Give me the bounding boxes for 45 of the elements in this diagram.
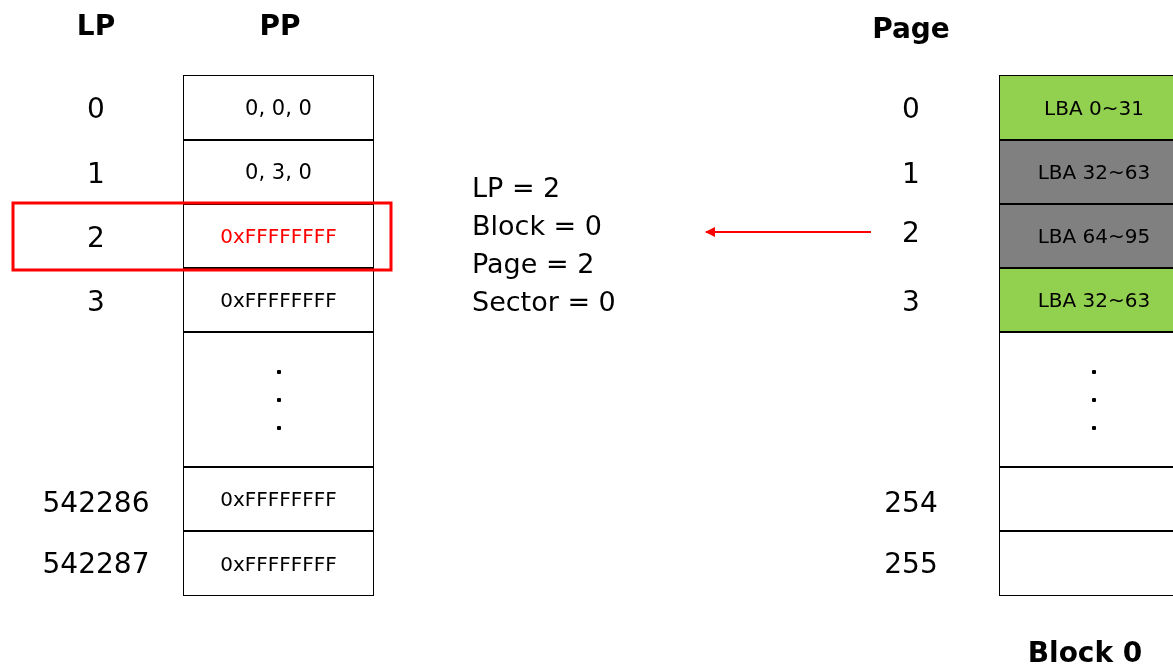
empty-cell — [999, 467, 1173, 531]
table-cell — [999, 204, 1173, 268]
row-number: 542286 — [42, 485, 150, 519]
address-line: Page = 2 — [472, 247, 595, 281]
empty-cell — [999, 531, 1173, 596]
cell-text: LBA 32~63 — [1037, 288, 1151, 312]
table-cell — [183, 204, 374, 268]
empty-cell — [999, 332, 1173, 467]
address-line: Block = 0 — [472, 209, 602, 244]
block-title: Block 0 — [1027, 635, 1143, 669]
table-cell — [999, 268, 1173, 332]
table-cell — [183, 467, 374, 531]
cell-text: 0xFFFFFFFF — [220, 224, 337, 248]
cell-text: LBA 64~95 — [1037, 224, 1151, 248]
page-number: 2 — [902, 215, 920, 249]
table-cell — [183, 75, 374, 140]
table-cell — [183, 268, 374, 332]
page-number: 0 — [902, 91, 920, 125]
cell-text: 0xFFFFFFFF — [220, 487, 337, 511]
cell-text: 0xFFFFFFFF — [220, 551, 337, 576]
row-number: 1 — [87, 156, 105, 190]
address-line: Sector = 0 — [472, 284, 616, 319]
table-cell — [183, 140, 374, 204]
page-number: 255 — [884, 546, 938, 580]
page-number: 3 — [902, 284, 920, 318]
row-number: 542287 — [42, 546, 150, 580]
arrow — [705, 227, 872, 237]
page-number: 254 — [884, 485, 938, 519]
cell-text: LBA 32~63 — [1037, 160, 1151, 184]
row-number: 2 — [87, 220, 105, 254]
cell-text: 0xFFFFFFFF — [220, 288, 337, 312]
row-number: 3 — [87, 284, 105, 318]
address-line: LP = 2 — [472, 171, 561, 206]
table-cell — [183, 531, 374, 596]
cell-text: 0, 3, 0 — [245, 160, 312, 184]
column-header: Page — [872, 11, 950, 45]
empty-cell — [183, 332, 374, 467]
cell-text: 0, 0, 0 — [245, 95, 312, 120]
column-header: LP — [76, 8, 116, 42]
row-number: 0 — [87, 91, 105, 125]
column-header: PP — [259, 8, 301, 42]
cell-text: LBA 0~31 — [1044, 95, 1144, 120]
table-cell — [999, 75, 1173, 140]
table-cell — [999, 140, 1173, 204]
page-number: 1 — [902, 156, 920, 190]
